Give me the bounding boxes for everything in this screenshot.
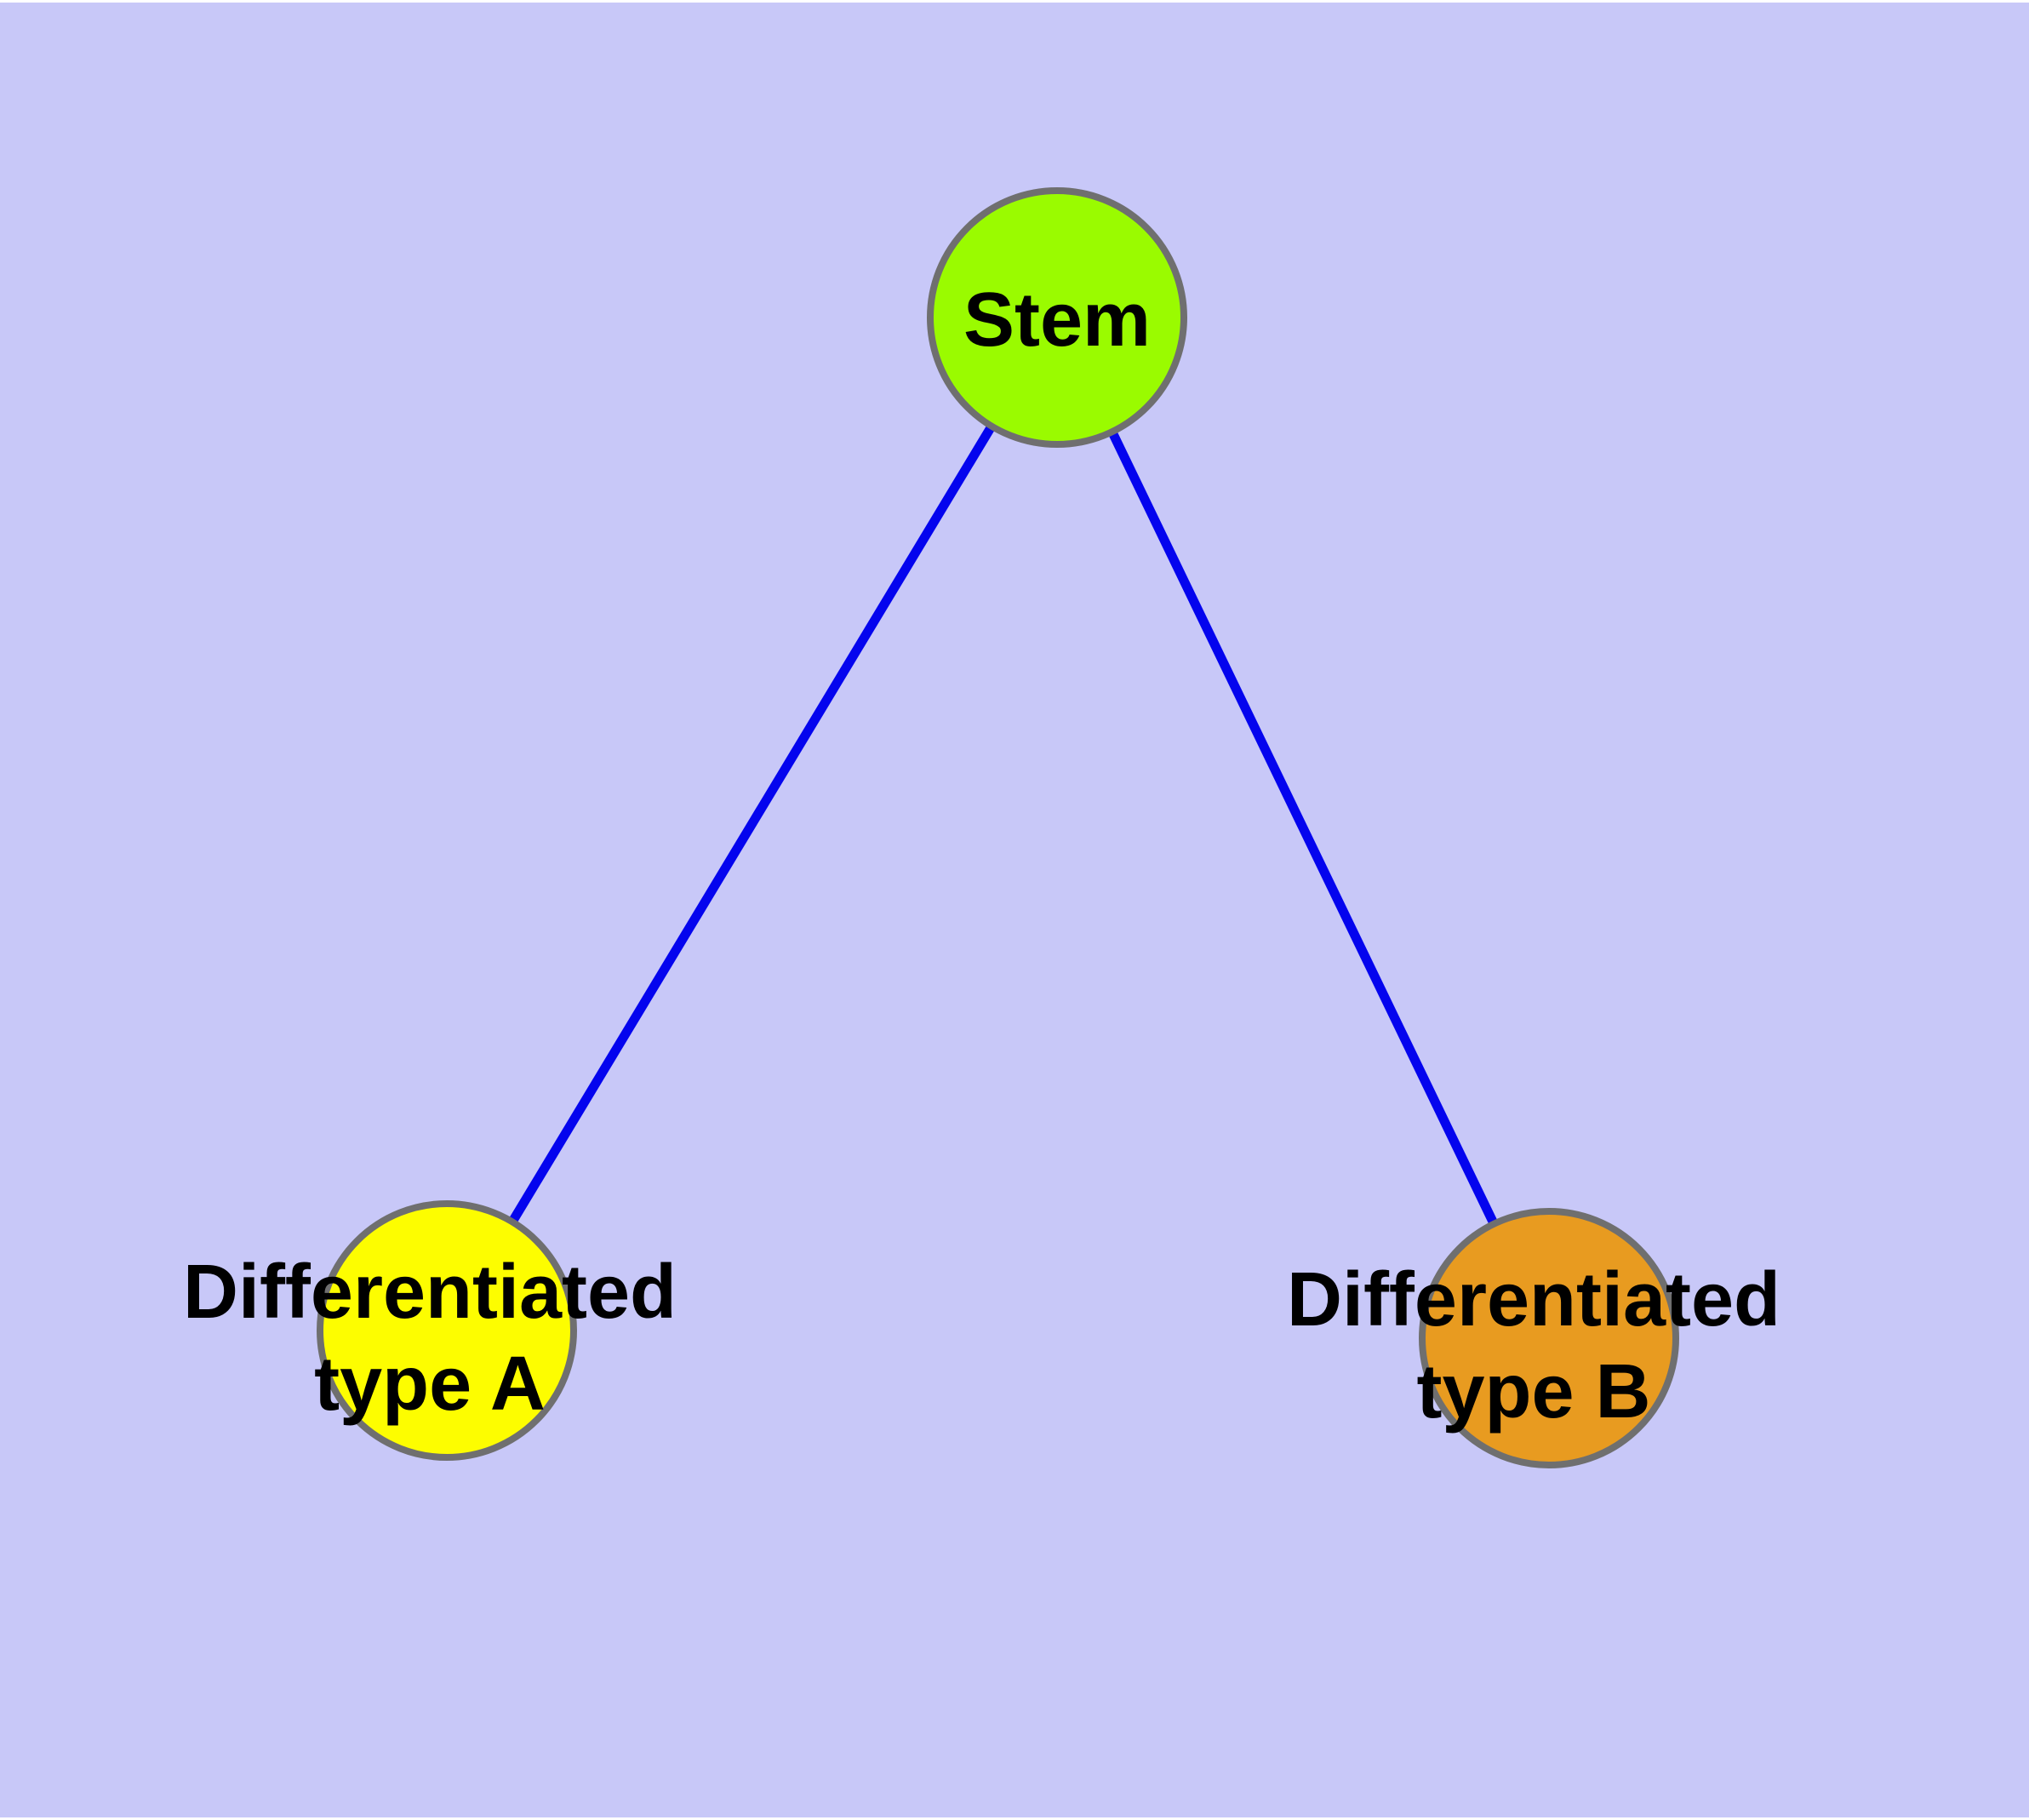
node-layer bbox=[317, 187, 1679, 1468]
node-type-a-label-line1: Differentiated bbox=[183, 1250, 677, 1335]
node-differentiated-type-a bbox=[317, 1200, 577, 1461]
edge-layer bbox=[443, 315, 1553, 1341]
node-type-b-label-line1: Differentiated bbox=[1287, 1257, 1780, 1342]
node-stem bbox=[927, 187, 1187, 448]
node-type-a-label-line2: type A bbox=[314, 1342, 546, 1427]
node-differentiated-type-b bbox=[1419, 1208, 1679, 1468]
node-stem-label: Stem bbox=[963, 278, 1151, 363]
edge-stem-to-type-b bbox=[1053, 315, 1553, 1341]
node-type-b-label-line2: type B bbox=[1416, 1349, 1650, 1434]
label-layer: Stem Differentiated type A Differentiate… bbox=[183, 278, 1780, 1434]
edge-stem-to-type-a bbox=[443, 315, 1061, 1333]
